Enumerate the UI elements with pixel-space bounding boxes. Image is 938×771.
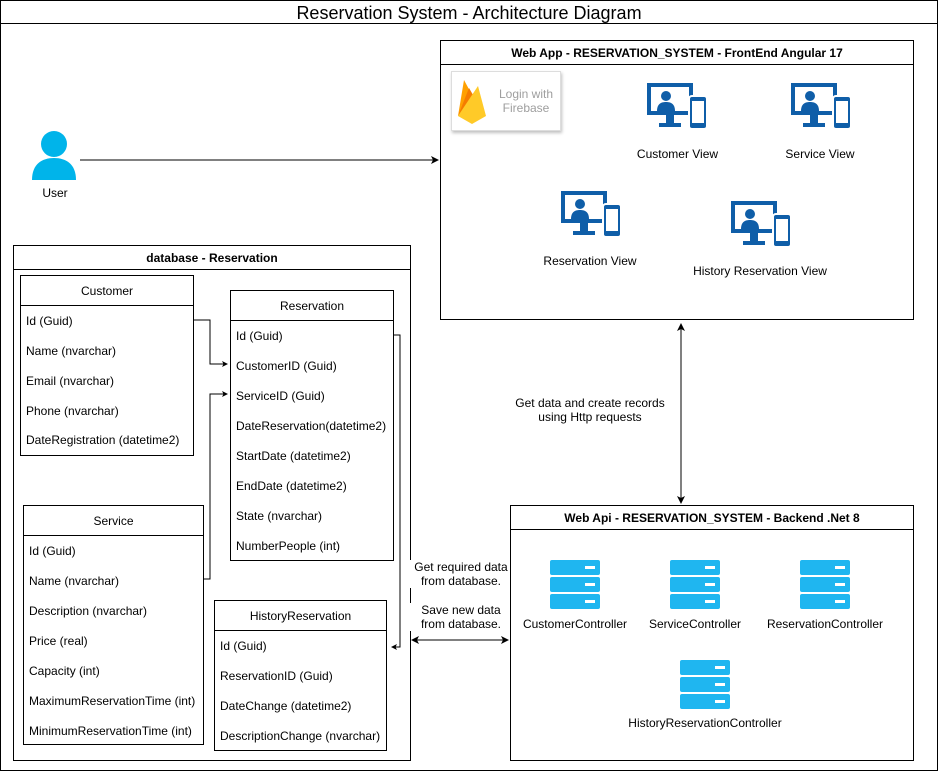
service-view-label: Service View [785,147,855,161]
reservation-field: ServiceID (Guid) [236,389,325,403]
customer-table: Customer Id (Guid) Name (nvarchar) Email… [20,275,194,456]
user-label: User [42,186,68,200]
reservation-controller-server-icon [800,560,850,610]
customer-view-icon [646,82,708,130]
user-icon [30,130,78,180]
service-field: Name (nvarchar) [29,574,120,588]
service-field: Description (nvarchar) [29,604,148,618]
history-reservation-field: DescriptionChange (nvarchar) [220,729,381,743]
webapp-container: Web App - RESERVATION_SYSTEM - FrontEnd … [440,40,914,320]
history-reservation-controller-server-icon [680,660,730,710]
reservation-table-name: Reservation [231,291,393,321]
edge-reservation-history [391,334,401,650]
history-reservation-table-name: HistoryReservation [215,601,386,631]
service-table-name: Service [24,506,203,536]
db-get-edge-label-line1: Get required data [414,560,508,574]
db-get-edge-label: Get required data from database. [409,560,513,588]
history-reservation-view-icon [730,200,792,248]
history-reservation-field: DateChange (datetime2) [220,699,352,713]
service-field: Capacity (int) [29,664,100,678]
reservation-field: CustomerID (Guid) [236,359,337,373]
customer-field: Name (nvarchar) [26,344,117,358]
customer-field: Phone (nvarchar) [26,404,119,418]
reservation-view-icon [560,190,622,238]
history-reservation-controller-label: HistoryReservationController [628,716,782,730]
customer-controller-label: CustomerController [522,617,628,631]
customer-field: DateRegistration (datetime2) [26,433,180,447]
edge-customer-reservation [193,319,228,367]
service-controller-label: ServiceController [648,617,742,631]
service-controller-server-icon [670,560,720,610]
history-reservation-field: ReservationID (Guid) [220,669,333,683]
reservation-field: NumberPeople (int) [236,539,341,553]
db-save-edge-label: Save new data from database. [409,603,513,631]
customer-field: Email (nvarchar) [26,374,115,388]
customer-view-label: Customer View [636,147,719,161]
history-reservation-field: Id (Guid) [220,639,267,653]
edge-service-reservation [204,391,228,580]
service-view-icon [790,82,852,130]
reservation-field: Id (Guid) [236,329,283,343]
service-field: Id (Guid) [29,544,76,558]
customer-controller-server-icon [550,560,600,610]
reservation-field: DateReservation(datetime2) [236,419,387,433]
service-field: Price (real) [29,634,88,648]
reservation-field: EndDate (datetime2) [236,479,347,493]
service-field: MinimumReservationTime (int) [29,724,192,738]
database-title: database - Reservation [14,246,410,270]
history-reservation-view-label: History Reservation View [693,264,827,278]
database-container: database - Reservation [13,245,411,761]
reservation-field: StartDate (datetime2) [236,449,351,463]
customer-field: Id (Guid) [26,314,73,328]
firebase-login-button[interactable]: Login with Firebase [451,71,561,131]
db-save-edge-label-line1: Save new data [421,603,501,617]
db-save-edge-label-line2: from database. [420,617,502,631]
http-edge-label: Get data and create records using Http r… [500,396,680,424]
reservation-view-label: Reservation View [543,254,637,268]
service-field: MaximumReservationTime (int) [29,694,196,708]
firebase-icon [458,80,486,124]
http-edge-label-line1: Get data and create records [515,396,665,410]
reservation-controller-label: ReservationController [766,617,884,631]
webapp-title: Web App - RESERVATION_SYSTEM - FrontEnd … [441,41,913,65]
db-get-edge-label-line2: from database. [420,574,502,588]
service-table: Service Id (Guid) Name (nvarchar) Descri… [23,505,204,745]
customer-table-name: Customer [21,276,193,306]
webapi-title: Web Api - RESERVATION_SYSTEM - Backend .… [511,506,913,530]
http-edge-label-line2: using Http requests [538,410,642,424]
webapi-container: Web Api - RESERVATION_SYSTEM - Backend .… [510,505,914,761]
history-reservation-table: HistoryReservation Id (Guid) Reservation… [214,600,387,751]
reservation-field: State (nvarchar) [236,509,323,523]
reservation-table: Reservation Id (Guid) CustomerID (Guid) … [230,290,394,561]
firebase-label: Login with Firebase [498,87,554,115]
